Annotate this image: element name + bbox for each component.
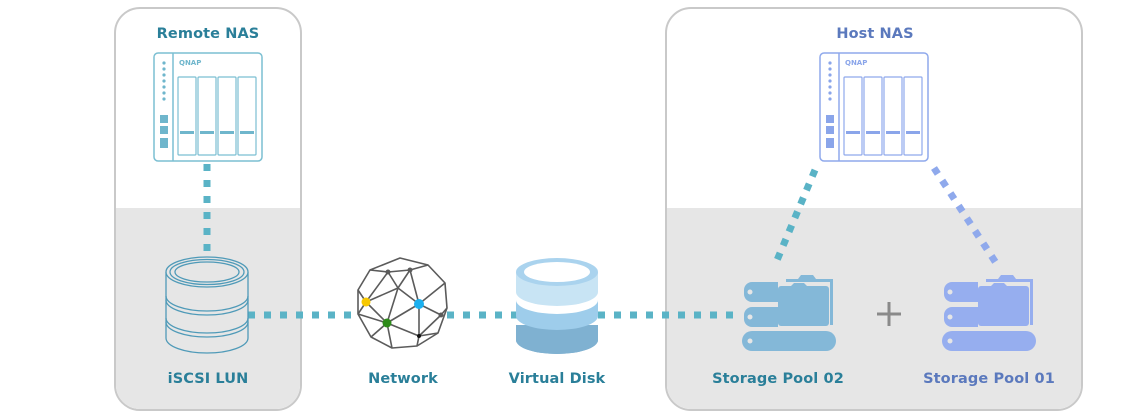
edge-host-nas-to-storage-pool-02 xyxy=(771,168,819,267)
host-nas-device-icon: QNAP xyxy=(819,52,929,162)
storage-pool-01-label: Storage Pool 01 xyxy=(923,371,1055,387)
network-geodesic-icon xyxy=(357,257,448,349)
edge-host-nas-to-storage-pool-01 xyxy=(931,166,1001,268)
iscsi-lun-database-icon xyxy=(165,256,249,354)
remote-nas-brand: QNAP xyxy=(179,59,201,67)
network-node-blue xyxy=(414,299,424,309)
iscsi-lun-label: iSCSI LUN xyxy=(167,371,249,387)
network-node-yellow xyxy=(361,297,371,307)
remote-nas-device-icon: QNAP xyxy=(153,52,263,162)
storage-pool-01-icon xyxy=(942,275,1036,351)
remote-nas-label: Remote NAS xyxy=(156,26,260,42)
network-node-green xyxy=(382,318,392,328)
plus-icon xyxy=(877,302,901,326)
virtual-disk-database-icon xyxy=(516,258,598,354)
host-nas-brand: QNAP xyxy=(845,59,867,67)
storage-pool-02-icon xyxy=(742,275,836,351)
storage-pool-02-label: Storage Pool 02 xyxy=(712,371,844,387)
host-nas-label: Host NAS xyxy=(836,26,914,42)
virtual-disk-label: Virtual Disk xyxy=(508,371,606,387)
network-label: Network xyxy=(368,371,438,387)
